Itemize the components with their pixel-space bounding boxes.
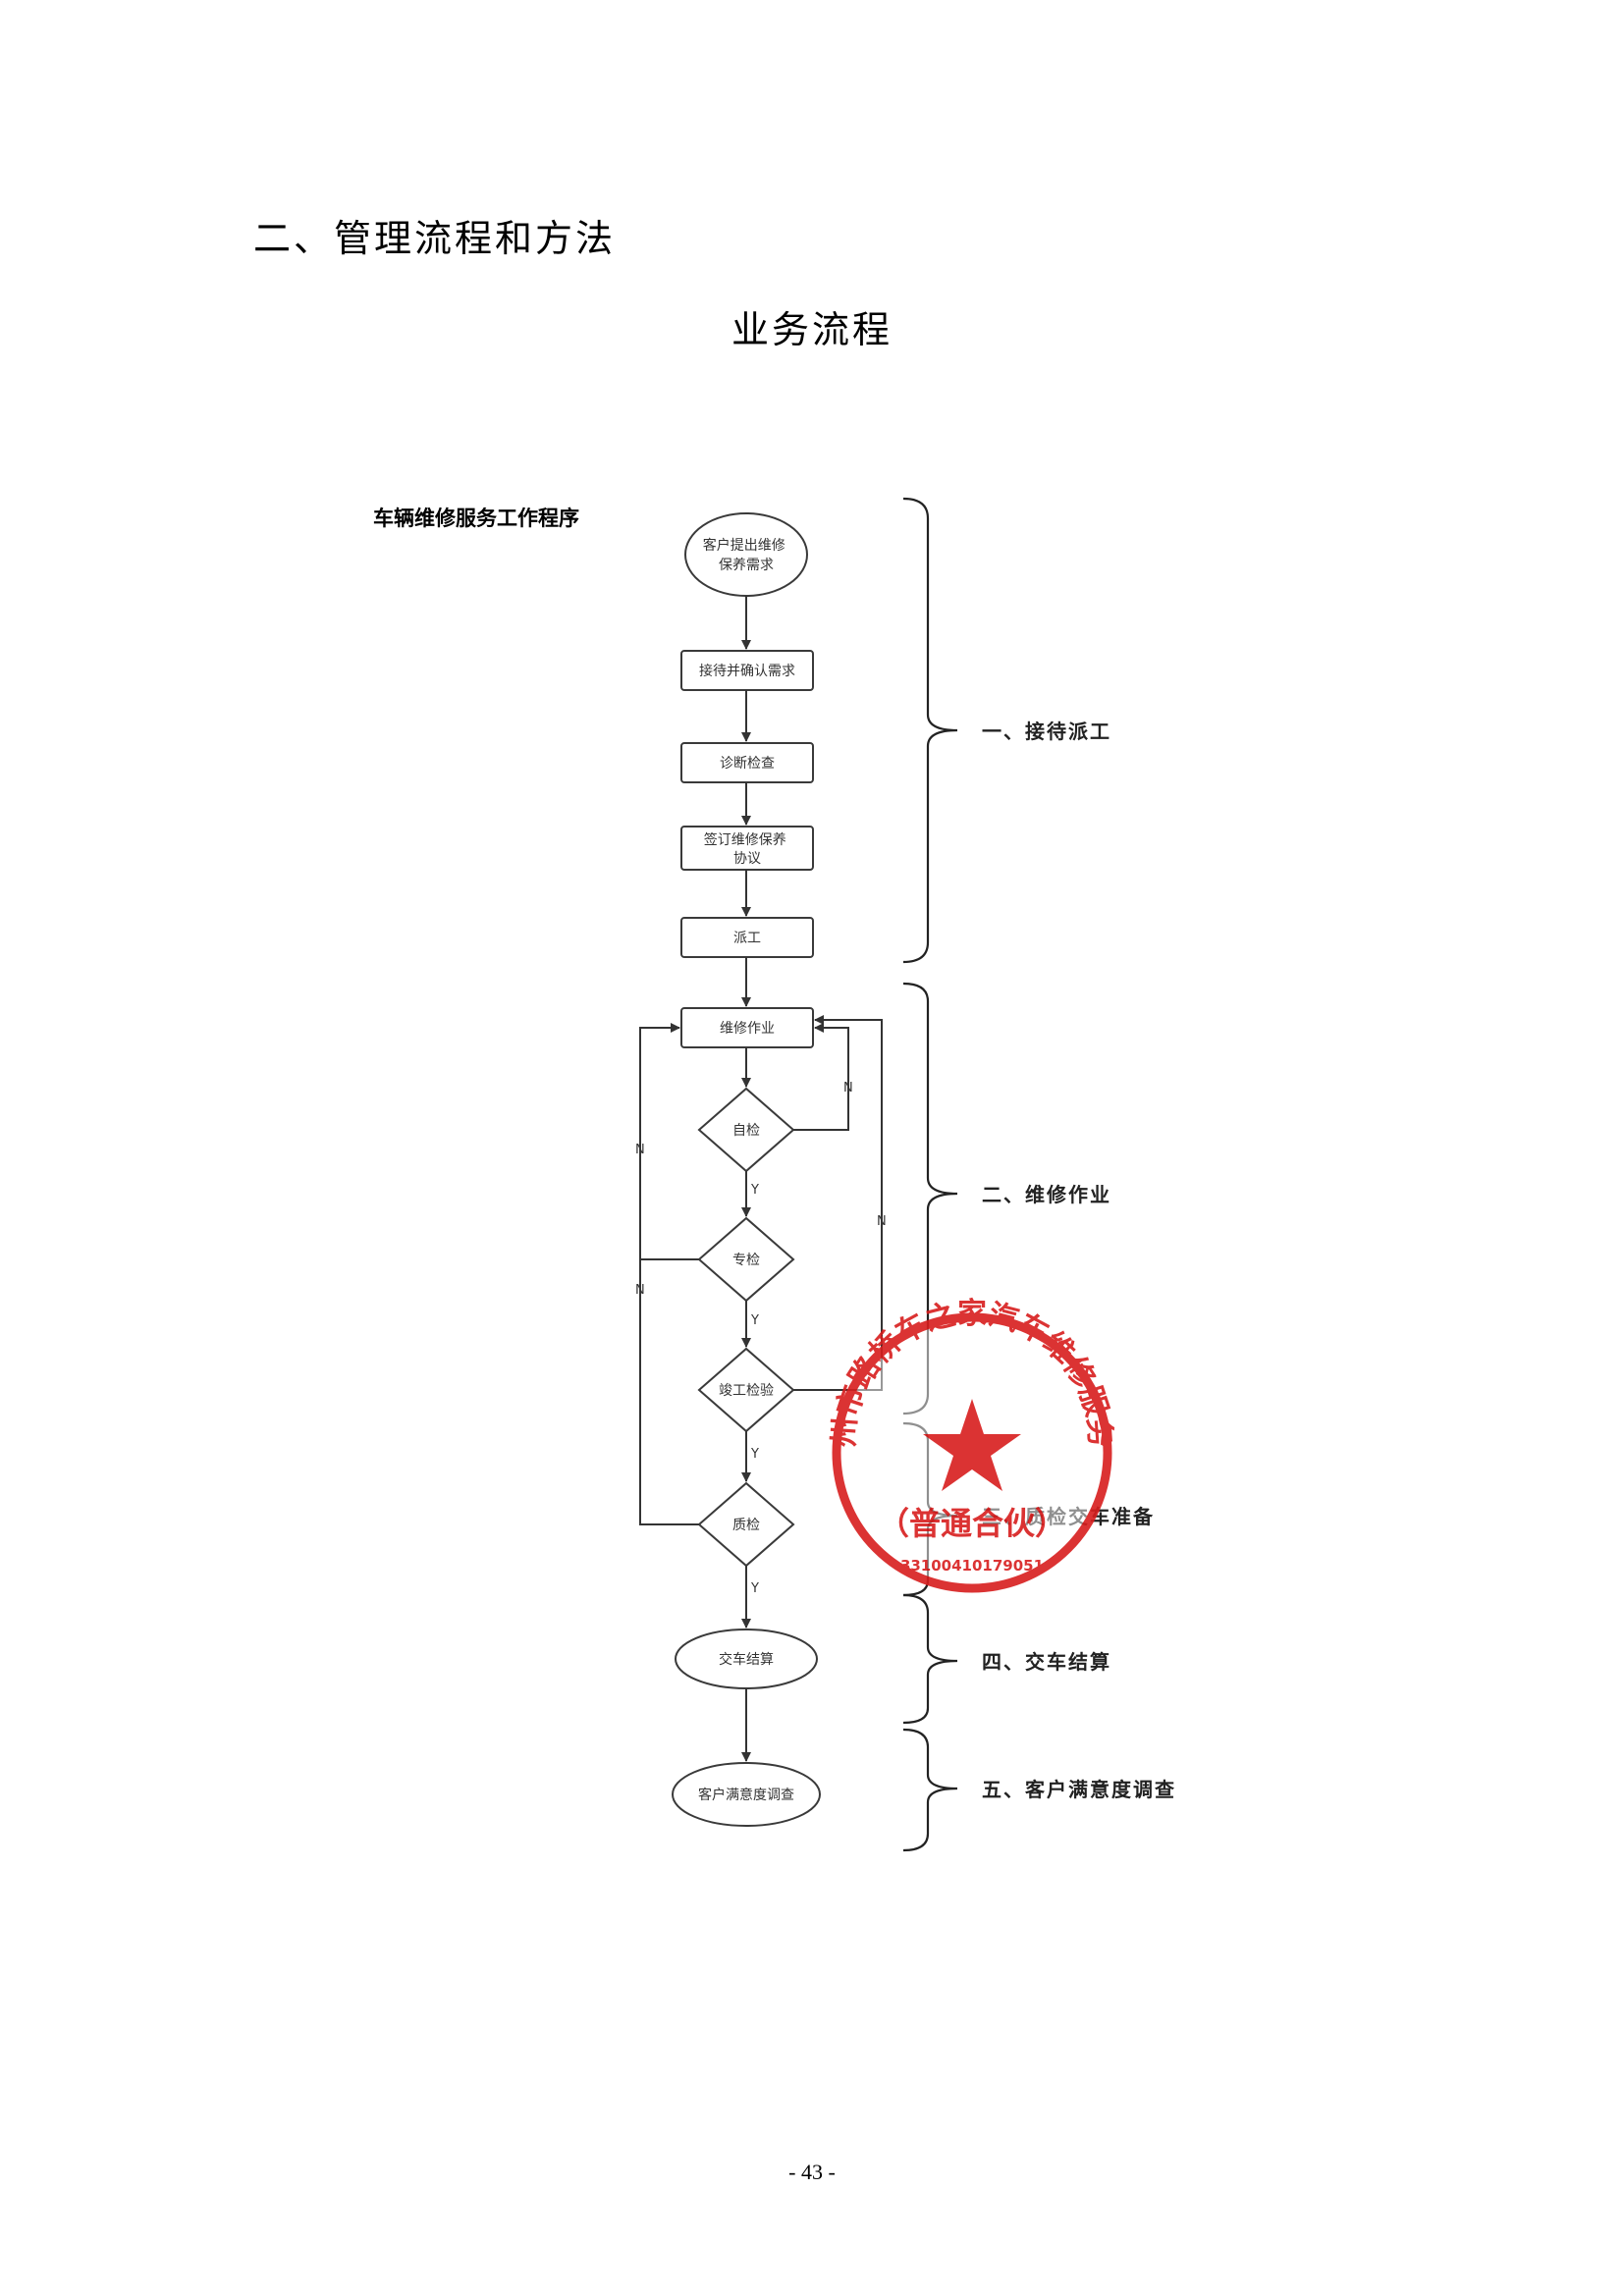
phase-label: 四、交车结算 [982, 1650, 1111, 1674]
node-label: 签订维修保养 协议 [704, 831, 790, 867]
phase-brace-repair: 二、维修作业 [902, 982, 1111, 1415]
seal-code: 3310041017905​1 [900, 1557, 1044, 1575]
node-label-line2: 协议 [733, 851, 761, 867]
node-label: 客户满意度调查 [698, 1787, 794, 1803]
node-agreement: 签订维修保养 协议 [680, 826, 814, 871]
label-yes: Y [750, 1447, 759, 1462]
phase-brace-reception: 一、接待派工 [902, 497, 1111, 964]
edge-labels: Y Y Y Y N N N N [635, 1081, 887, 1596]
node-diagnosis: 诊断检查 [680, 742, 814, 783]
edge-inspection-no [793, 1015, 883, 1391]
decision-special-check: 专检 [697, 1216, 795, 1303]
node-label: 接待并确认需求 [699, 663, 795, 679]
node-label-line2: 保养需求 [719, 558, 774, 573]
phase-brace-survey: 五、客户满意度调查 [902, 1728, 1176, 1852]
decision-label: 竣工检验 [719, 1383, 774, 1399]
phase-label: 二、维修作业 [982, 1183, 1111, 1206]
node-label: 派工 [733, 931, 761, 946]
flow-edges [639, 596, 883, 1762]
label-yes: Y [750, 1581, 759, 1596]
phase-brace-delivery-prep: 三、质检交车准备 [902, 1421, 1155, 1597]
flowchart-title: 车辆维修服务工作程序 [373, 507, 579, 530]
node-settlement: 交车结算 [675, 1629, 818, 1689]
decision-label: 专检 [732, 1253, 760, 1268]
node-dispatch: 派工 [680, 917, 814, 958]
edge-quality-check-no [639, 1023, 699, 1525]
node-label: 客户提出维修 保养需求 [703, 537, 789, 573]
label-no: N [635, 1283, 645, 1298]
phase-label: 三、质检交车准备 [982, 1505, 1155, 1528]
label-no: N [843, 1081, 853, 1095]
seal-inner-text: （普通合伙） [878, 1505, 1066, 1542]
label-yes: Y [750, 1313, 759, 1328]
decision-self-check: 自检 [697, 1087, 795, 1173]
seal-star-icon [923, 1399, 1021, 1491]
node-reception: 接待并确认需求 [680, 650, 814, 691]
node-repair-work: 维修作业 [680, 1007, 814, 1048]
page-title: 业务流程 [731, 308, 893, 351]
decision-label: 自检 [732, 1123, 760, 1139]
seal-ring-text: 台州市路桥车之家汽车维修服务部 [0, 0, 1117, 1448]
node-label: 维修作业 [720, 1021, 775, 1037]
node-label-line1: 签订维修保养 [704, 831, 786, 848]
node-satisfaction-survey: 客户满意度调查 [672, 1762, 821, 1827]
node-label: 交车结算 [719, 1651, 774, 1668]
page-number: - 43 - [788, 2160, 836, 2184]
decision-completion-inspection: 竣工检验 [697, 1347, 795, 1433]
node-request: 客户提出维修 保养需求 [684, 512, 808, 597]
label-yes: Y [750, 1183, 759, 1198]
phase-label: 五、客户满意度调查 [982, 1778, 1176, 1801]
phase-brace-settlement: 四、交车结算 [902, 1593, 1111, 1725]
label-no: N [877, 1214, 887, 1229]
node-label-line1: 客户提出维修 [703, 537, 785, 554]
node-label: 诊断检查 [720, 756, 775, 772]
section-heading: 二、管理流程和方法 [253, 217, 617, 260]
label-no: N [635, 1143, 645, 1157]
phase-label: 一、接待派工 [982, 720, 1111, 743]
decision-quality-check: 质检 [697, 1481, 795, 1568]
edge-self-check-no [793, 1023, 849, 1131]
decision-label: 质检 [732, 1518, 760, 1533]
company-seal: 台州市路桥车之家汽车维修服务部 （普通合伙） 3310041017905​1 [0, 0, 1117, 1593]
